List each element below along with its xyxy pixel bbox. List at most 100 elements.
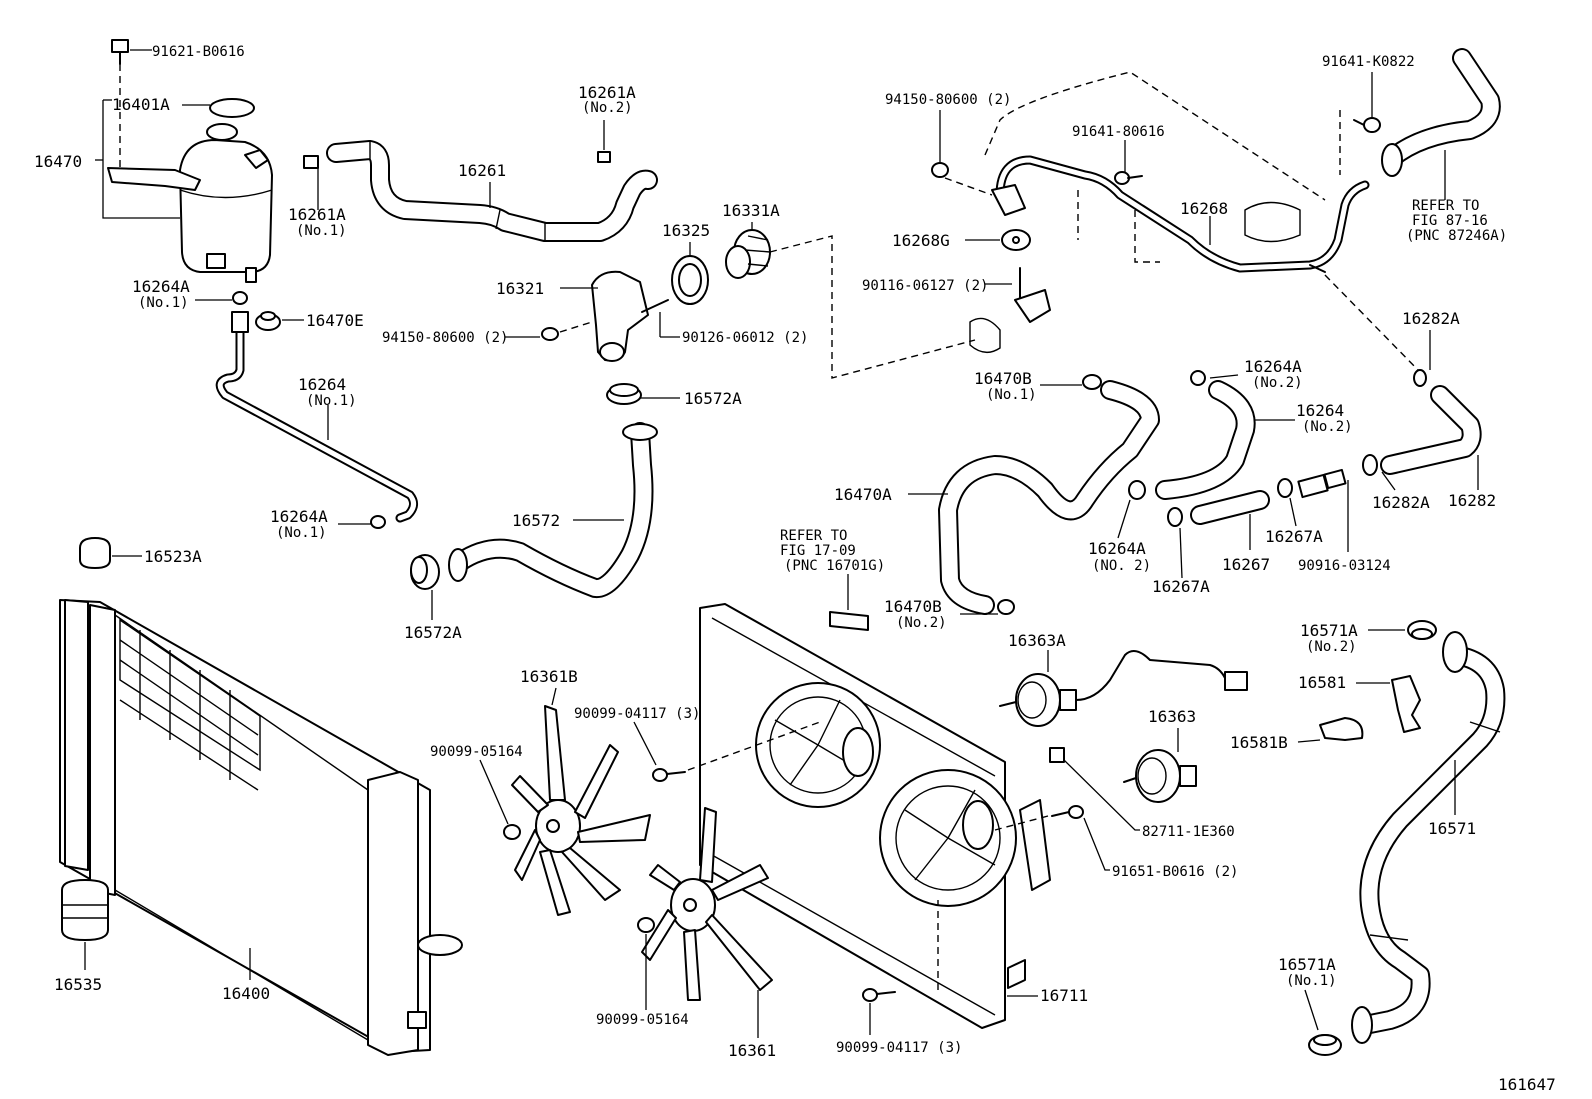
label-refer-87-line1: REFER TO <box>1412 198 1479 214</box>
clip-16581 <box>1391 675 1421 733</box>
grommet-16470E <box>255 311 281 331</box>
label-16264A-no2-top-sub: (No.2) <box>1252 375 1303 391</box>
label-16470B-no1: 16470B <box>974 369 1032 388</box>
hose-16264-no2 <box>1155 380 1256 500</box>
pipe-16261 <box>326 140 658 242</box>
label-refer-17-line2: FIG 17-09 <box>780 543 856 559</box>
clamp-16264A-no2-top <box>1190 370 1206 386</box>
nut-90099-05164-low <box>637 917 655 933</box>
cushion-16523A <box>79 537 111 569</box>
hose-16571 <box>1351 631 1506 1044</box>
gasket-16268G <box>1001 229 1031 251</box>
water-outlet-16321 <box>591 270 649 362</box>
clamp-16264A-low <box>370 515 386 529</box>
hose-16267 <box>1190 490 1270 525</box>
label-16470: 16470 <box>34 152 82 171</box>
label-16571A-no2-sub: (No.2) <box>1306 639 1357 655</box>
fan-16361B <box>511 705 651 916</box>
fan-shroud-16711 <box>699 603 1051 1029</box>
label-16264A-low: 16264A <box>270 507 328 526</box>
label-16361B: 16361B <box>520 667 578 686</box>
clip-16261A-no1 <box>303 155 319 169</box>
hose-refer-87246A <box>1381 48 1501 177</box>
label-refer-87-line2: FIG 87-16 <box>1412 213 1488 229</box>
label-16470E: 16470E <box>306 311 364 330</box>
label-16261: 16261 <box>458 161 506 180</box>
label-16264-no1-sub: (No.1) <box>306 393 357 409</box>
label-16470B-no2: 16470B <box>884 597 942 616</box>
label-refer-17-line1: REFER TO <box>780 528 847 544</box>
nut-94150-a <box>541 327 559 341</box>
bolt-91641-K0822 <box>1353 117 1381 133</box>
bolt-91641-80616 <box>1114 171 1143 185</box>
label-16267A-left: 16267A <box>1152 577 1210 596</box>
radiator-16400 <box>59 599 463 1056</box>
label-16523A: 16523A <box>144 547 202 566</box>
label-16264-no1: 16264 <box>298 375 346 394</box>
bolt-91651-B0616 <box>1051 805 1084 819</box>
label-16331A: 16331A <box>722 201 780 220</box>
clamp-16264A-top <box>232 291 248 305</box>
label-16535: 16535 <box>54 975 102 994</box>
label-16264A-low-sub: (No.1) <box>276 525 327 541</box>
label-refer-87-line3: (PNC 87246A) <box>1406 228 1507 244</box>
label-16264-no2: 16264 <box>1296 401 1344 420</box>
label-94150-80600-a: 94150-80600 (2) <box>382 330 508 346</box>
label-16361: 16361 <box>728 1041 776 1060</box>
label-16261A-no1: 16261A <box>288 205 346 224</box>
valve-90916-03124 <box>1297 468 1347 499</box>
label-16321: 16321 <box>496 279 544 298</box>
bolt-90099-04117-top <box>652 768 686 782</box>
label-16264-no2-sub: (No.2) <box>1302 419 1353 435</box>
bolt-90126 <box>641 299 669 313</box>
clamp-16571A-no2 <box>1407 620 1437 640</box>
nut-90099-05164-top <box>503 824 521 840</box>
hose-16282 <box>1380 385 1482 475</box>
clamp-16571A-no1 <box>1308 1034 1342 1056</box>
label-16264A-no2-low-sub: (NO. 2) <box>1092 558 1151 574</box>
clamp-16572A-low <box>410 554 440 590</box>
label-16325: 16325 <box>662 221 710 240</box>
label-91641-80616: 91641-80616 <box>1072 124 1165 140</box>
label-16267A-right: 16267A <box>1265 527 1323 546</box>
label-16264A-top-sub: (No.1) <box>138 295 189 311</box>
hose-16264-no1 <box>215 311 418 523</box>
label-16264A-no2-low: 16264A <box>1088 539 1146 558</box>
label-90116-06127: 90116-06127 (2) <box>862 278 988 294</box>
label-90916-03124: 90916-03124 <box>1298 558 1391 574</box>
reservoir-tank <box>107 98 273 283</box>
clamp-16470B-no2 <box>997 599 1015 615</box>
label-refer-17-line3: (PNC 16701G) <box>784 558 885 574</box>
label-91621-B0616: 91621-B0616 <box>152 44 245 60</box>
label-16581: 16581 <box>1298 673 1346 692</box>
label-91641-K0822: 91641-K0822 <box>1322 54 1415 70</box>
label-16282A-top: 16282A <box>1402 309 1460 328</box>
label-16261A-no2-sub: (No.2) <box>582 100 633 116</box>
fan-motor-16363 <box>1123 749 1197 803</box>
label-90126-06012: 90126-06012 (2) <box>682 330 808 346</box>
clamp-16267A-left <box>1167 507 1183 527</box>
label-16571: 16571 <box>1428 819 1476 838</box>
label-90099-04117-low: 90099-04117 (3) <box>836 1040 962 1056</box>
clamp-16282A-low <box>1362 454 1378 476</box>
hose-16572 <box>448 422 658 599</box>
label-16470A: 16470A <box>834 485 892 504</box>
clip-16261A-no2 <box>597 151 611 163</box>
part-labels: 91621-B0616 16401A 16470 16261A (No.2) 1… <box>34 44 1556 1094</box>
fan-16361 <box>641 807 773 1001</box>
bolt-90099-04117-low <box>862 988 896 1002</box>
label-16261A-no1-sub: (No.1) <box>296 223 347 239</box>
thermostat-16331A <box>725 229 771 279</box>
clip-82711-1E360 <box>1049 747 1065 763</box>
gasket-16325 <box>671 255 709 305</box>
label-90099-05164-low: 90099-05164 <box>596 1012 689 1028</box>
label-94150-80600-b: 94150-80600 (2) <box>885 92 1011 108</box>
clip-16581B <box>1319 717 1364 741</box>
label-16268: 16268 <box>1180 199 1228 218</box>
nut-94150-b <box>931 162 949 178</box>
label-90099-05164-top: 90099-05164 <box>430 744 523 760</box>
label-82711-1E360: 82711-1E360 <box>1142 824 1235 840</box>
clamp-16282A-top <box>1413 369 1427 387</box>
cushion-16535 <box>61 879 109 941</box>
label-16470B-no2-sub: (No.2) <box>896 615 947 631</box>
